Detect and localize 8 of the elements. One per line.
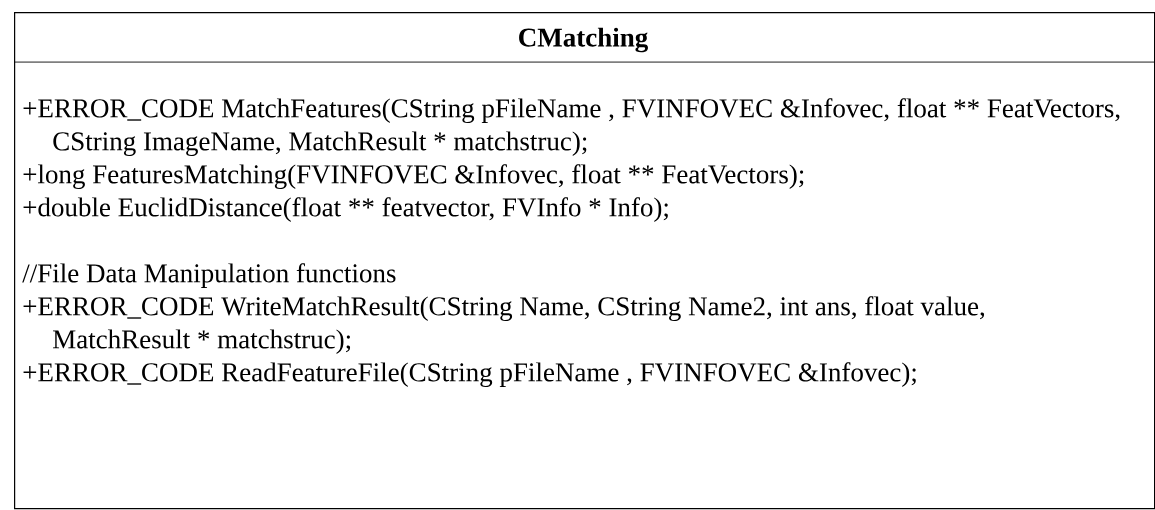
method-signature: +double EuclidDistance(float ** featvector, FVInfo * Info); <box>23 197 668 222</box>
class-name: CMatching <box>519 27 648 53</box>
method-signature: +ERROR_CODE WriteMatchResult(CString Name, CString Name2, int ans, float value, MatchResult * matchstruc); <box>23 296 985 354</box>
method-signature: +long FeaturesMatching(FVINFOVEC &Infovec, float ** FeatVectors); <box>23 164 804 190</box>
method-signature: +ERROR_CODE MatchFeatures(CString pFileName , FVINFOVEC &Infovec, float ** FeatVectors, CString ImageName, MatchResult * matchstruc); <box>23 98 1120 157</box>
method-signature: +ERROR_CODE ReadFeatureFile(CString pFileName , FVINFOVEC &Infovec); <box>23 362 916 388</box>
class-box <box>13 12 1155 510</box>
comment-line: //File Data Manipulation functions <box>22 263 396 288</box>
